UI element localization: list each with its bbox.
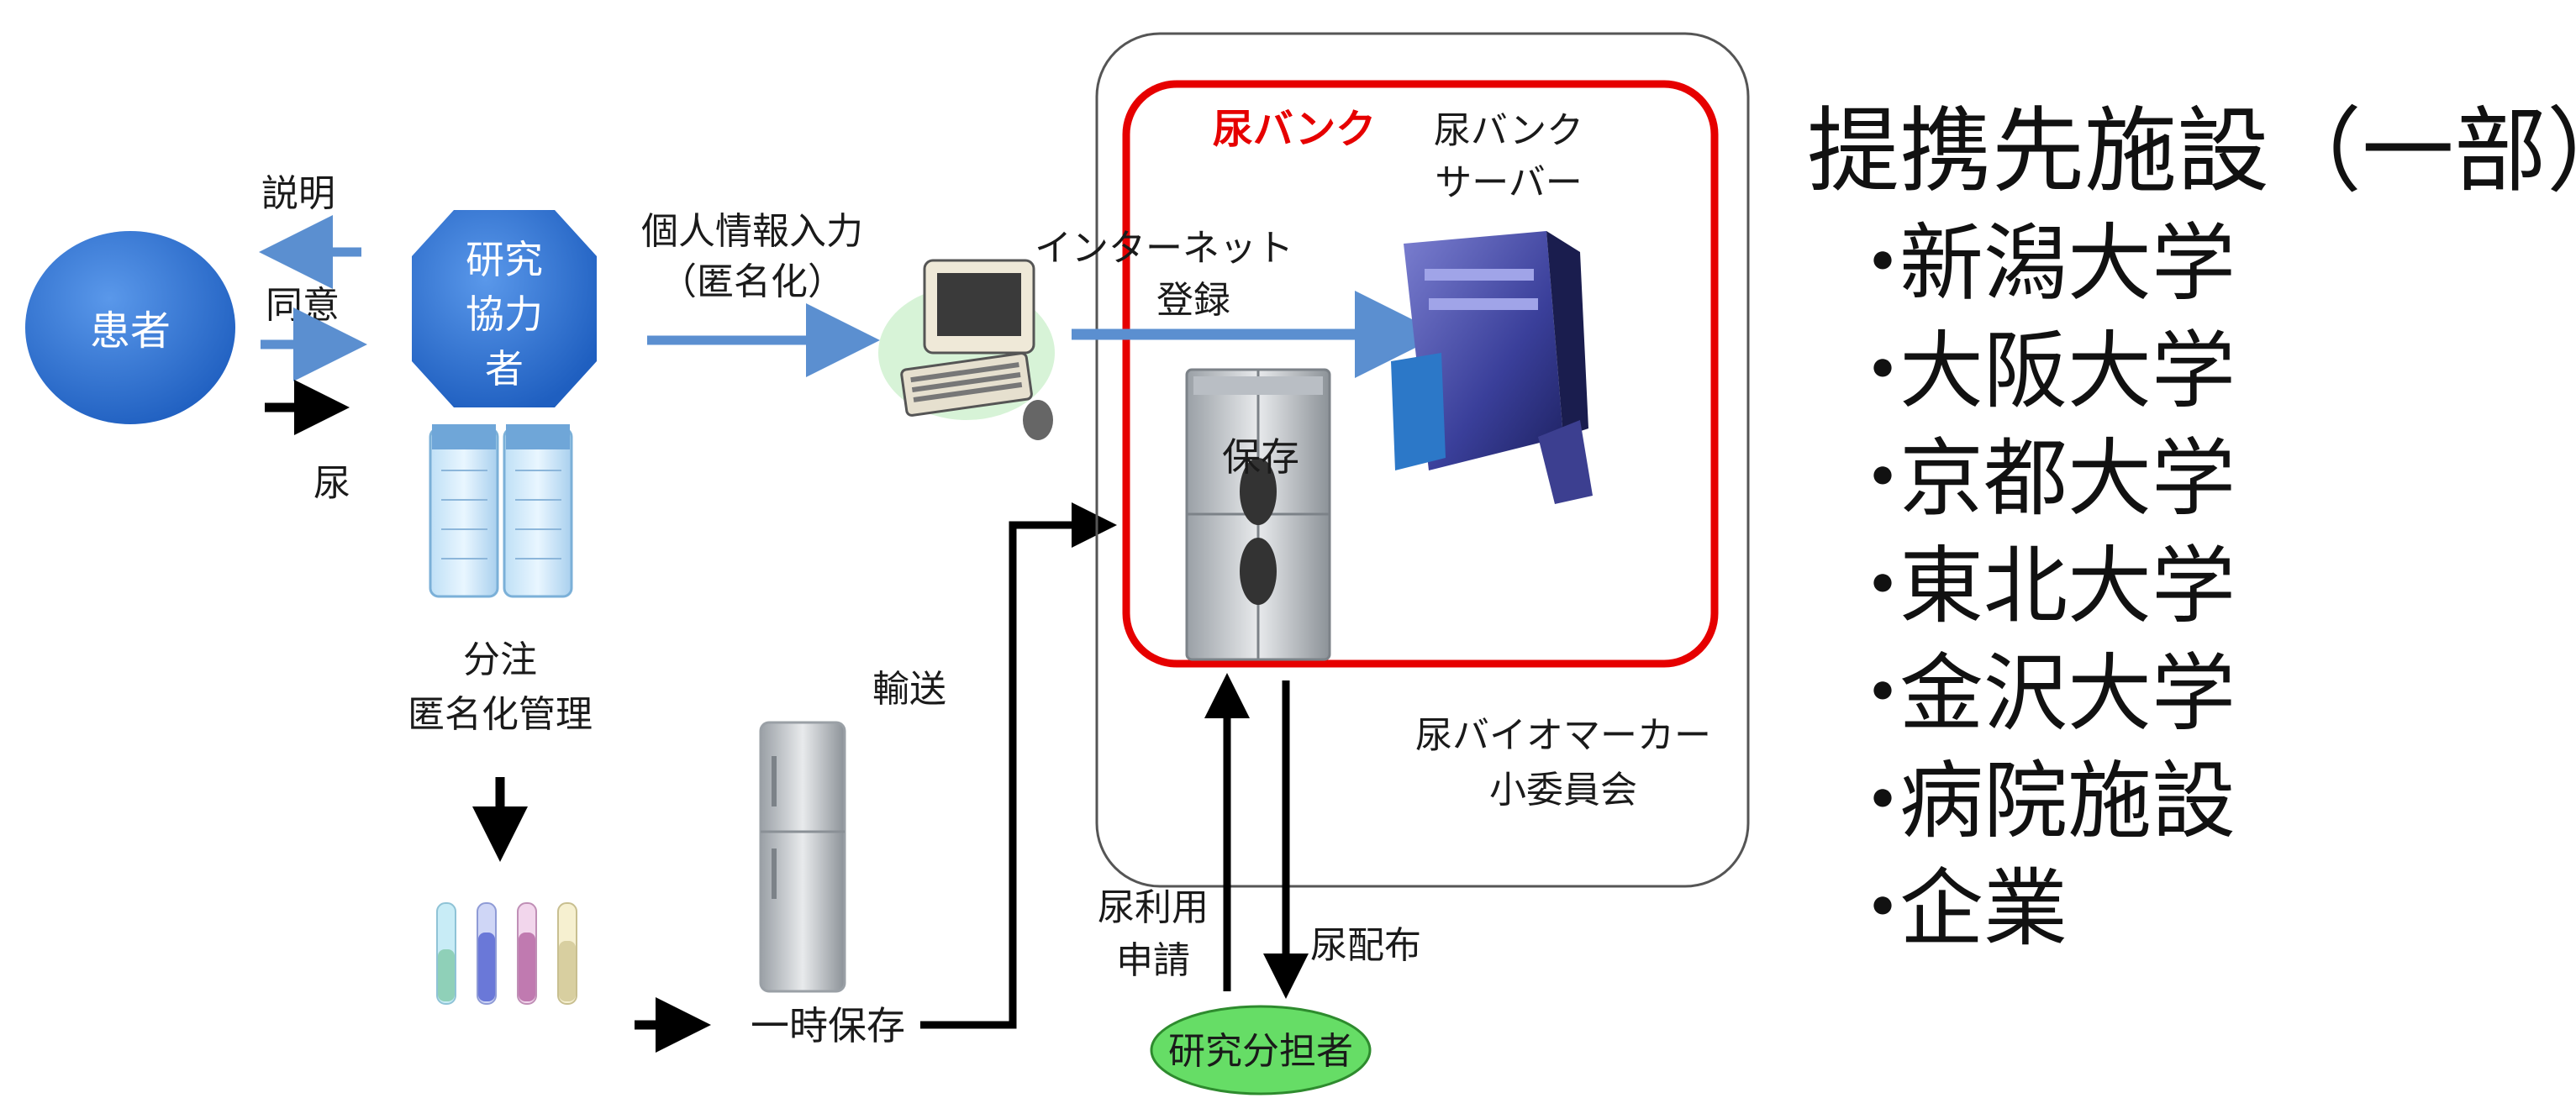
refrigerator-image (759, 721, 846, 993)
committee-line-2: 小委員会 (1489, 769, 1637, 812)
collab-line-2: 協力 (466, 292, 543, 337)
research-collaborator-node: 研究 協力 者 (412, 210, 597, 407)
partner-name: 病院施設 (1899, 752, 2236, 850)
partner-name: 東北大学 (1899, 537, 2236, 635)
personal-info-step: 個人情報入力 （匿名化） (641, 210, 880, 377)
patient-label: 患者 (90, 307, 171, 355)
explain-label: 説明 (261, 172, 335, 215)
explain-consent-arrows: 説明 同意 尿 (259, 172, 367, 505)
urine-label: 尿 (313, 462, 350, 505)
partner-name: 金沢大学 (1899, 644, 2236, 743)
internet-line-2: 登録 (1156, 279, 1230, 322)
server-image (1391, 231, 1593, 504)
partner-item: ・病院施設 (1841, 752, 2236, 850)
usage-request-line-2: 申請 (1116, 939, 1190, 982)
bank-server-line-2: サーバー (1435, 161, 1583, 204)
partner-item: ・大阪大学 (1841, 322, 2236, 420)
personal-info-line-2: （匿名化） (660, 260, 845, 303)
committee-line-1: 尿バイオマーカー (1415, 714, 1711, 757)
biomarker-committee-box (1095, 32, 1750, 888)
transport-arrow (920, 502, 1117, 1029)
collection-tubes-image (429, 424, 573, 598)
collab-line-1: 研究 (466, 237, 543, 282)
temp-storage-label: 一時保存 (751, 1003, 905, 1048)
collab-line-3: 者 (485, 346, 524, 391)
partner-name: 大阪大学 (1899, 322, 2236, 420)
internet-line-1: インターネット (1035, 227, 1293, 270)
computer-image (878, 259, 1055, 440)
urine-bank-label: 尿バンク (1213, 106, 1376, 153)
aliquot-line-2: 匿名化管理 (408, 693, 593, 736)
distribution-label: 尿配布 (1310, 924, 1421, 967)
aliquot-tubes-image (436, 902, 577, 1005)
partner-name: 京都大学 (1899, 429, 2236, 528)
usage-request-line-1: 尿利用 (1098, 886, 1209, 929)
partner-institutions: 提携先施設（一部） ・新潟大学 ・大阪大学 ・京都大学 ・東北大学 ・金沢大学 … (1807, 92, 2576, 963)
personal-info-line-1: 個人情報入力 (641, 210, 863, 253)
partner-name: 新潟大学 (1899, 214, 2236, 313)
partner-item: ・企業 (1841, 859, 2068, 958)
partner-item: ・金沢大学 (1841, 644, 2236, 743)
patient-node: 患者 (25, 231, 235, 424)
storage-label: 保存 (1222, 434, 1299, 480)
partner-name: 企業 (1899, 859, 2068, 958)
partner-item: ・東北大学 (1841, 537, 2236, 635)
research-share-label: 研究分担者 (1168, 1030, 1353, 1073)
partners-title: 提携先施設（一部） (1807, 97, 2576, 205)
research-share-node: 研究分担者 (1150, 1005, 1372, 1095)
aliquot-step: 分注 匿名化管理 (408, 638, 593, 862)
transport-label: 輸送 (872, 668, 946, 711)
bank-server-line-1: 尿バンク (1434, 109, 1583, 152)
urine-bank-box (1122, 80, 1719, 668)
partner-item: ・新潟大学 (1841, 214, 2236, 313)
partner-item: ・京都大学 (1841, 429, 2236, 528)
freezer-image (1185, 368, 1331, 661)
aliquot-line-1: 分注 (463, 638, 537, 681)
consent-label: 同意 (266, 284, 340, 327)
partners-list: ・新潟大学 ・大阪大学 ・京都大学 ・東北大学 ・金沢大学 ・病院施設 ・企業 (1807, 210, 2563, 963)
